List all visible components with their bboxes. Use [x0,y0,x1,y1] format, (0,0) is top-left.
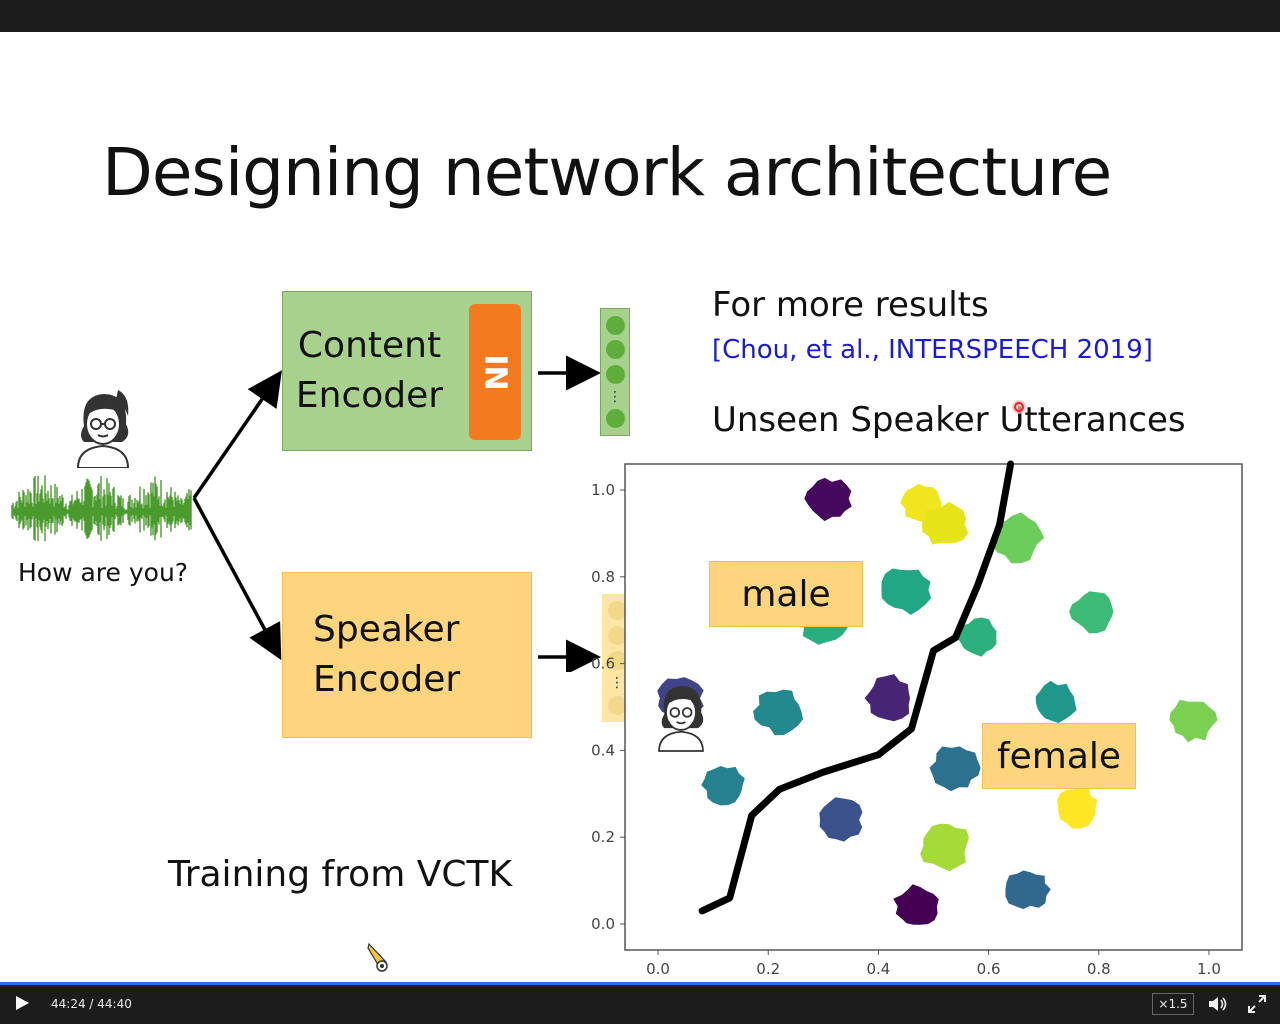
fullscreen-icon[interactable] [1248,995,1266,1013]
vector-dot [605,340,625,360]
male-label: male [741,573,831,615]
scatter-plot: 0.0 0.2 0.4 0.6 0.8 1.0 0.0 0.2 0.4 0.6 0.8 1.0 [591,460,1243,974]
time-display: 44:24 / 44:40 [51,997,132,1011]
vector-dot [605,364,625,384]
x-tick-label: 0.2 [756,960,780,974]
gender-boundary-line [698,460,1015,915]
playback-speed-button[interactable]: ×1.5 [1152,993,1194,1015]
vector-dot [607,651,627,670]
x-tick-label: 0.0 [646,960,670,974]
plot-title: Unseen Speaker Utterances [712,400,1186,440]
speaker-cluster [804,477,852,522]
y-tick-label: 0.4 [591,741,615,759]
speaker-cluster [1005,870,1051,910]
video-player-controls: 44:24 / 44:40 ×1.5 [0,982,1280,1024]
x-tick-label: 0.8 [1087,960,1111,974]
content-vector: ⋮ [600,308,630,436]
speaker-cluster [864,674,910,722]
vector-dot [605,315,625,335]
speaker-cluster [1069,591,1114,634]
vector-dot [607,696,627,715]
y-tick-label: 0.6 [591,655,615,673]
output-arrows [538,355,601,672]
play-icon[interactable] [16,996,29,1010]
vector-dot [607,601,627,620]
speaker-cluster [956,617,997,657]
plot-frame [624,463,1243,951]
vector-ellipsis: ⋮ [610,675,624,691]
more-results-text: For more results [712,285,989,325]
y-tick-label: 0.8 [591,568,615,586]
x-tick-label: 0.6 [977,960,1001,974]
speaker-encoder-box: Speaker Encoder [282,572,532,738]
speaker-cluster [992,512,1045,564]
volume-icon[interactable] [1208,995,1228,1013]
speaker-cluster [819,797,863,842]
person-icon [76,390,130,468]
speaker-cluster [1057,787,1098,829]
waveform-icon [11,475,192,542]
laser-pointer [1012,400,1026,414]
female-label: female [996,735,1122,777]
speaker-cluster [921,501,969,545]
speaker-cluster [1169,699,1218,743]
speaker-encoder-label: Speaker Encoder [313,608,461,700]
vector-dot [605,409,625,429]
input-arrows [192,370,282,661]
female-label-box: female [982,723,1136,789]
speaker-cluster [753,689,804,736]
pen-cursor-icon [367,942,388,972]
citation-link[interactable]: [Chou, et al., INTERSPEECH 2019] [712,335,1153,365]
vector-dot [607,626,627,645]
y-tick-label: 1.0 [591,481,615,499]
speaker-cluster [701,766,745,806]
x-tick-label: 0.4 [866,960,890,974]
audio-caption: How are you? [18,558,189,587]
y-tick-label: 0.0 [591,915,615,933]
y-tick-label: 0.2 [591,828,615,846]
person-icon [658,686,704,752]
top-bar [0,0,1280,32]
in-label: IN [477,353,513,391]
speaker-cluster [1035,680,1077,723]
content-encoder-label: Content Encoder [295,324,444,416]
speaker-cluster [929,746,981,792]
training-note: Training from VCTK [168,854,513,895]
speaker-cluster [881,568,932,615]
speaker-cluster [893,884,939,925]
slide-title: Designing network architecture [102,134,1112,211]
slide: Designing network architecture How are y… [0,32,1280,982]
male-label-box: male [709,561,863,627]
x-tick-label: 1.0 [1197,960,1221,974]
speaker-cluster [920,823,969,872]
instance-norm-block: IN [469,304,521,440]
vector-ellipsis: ⋮ [608,388,622,405]
